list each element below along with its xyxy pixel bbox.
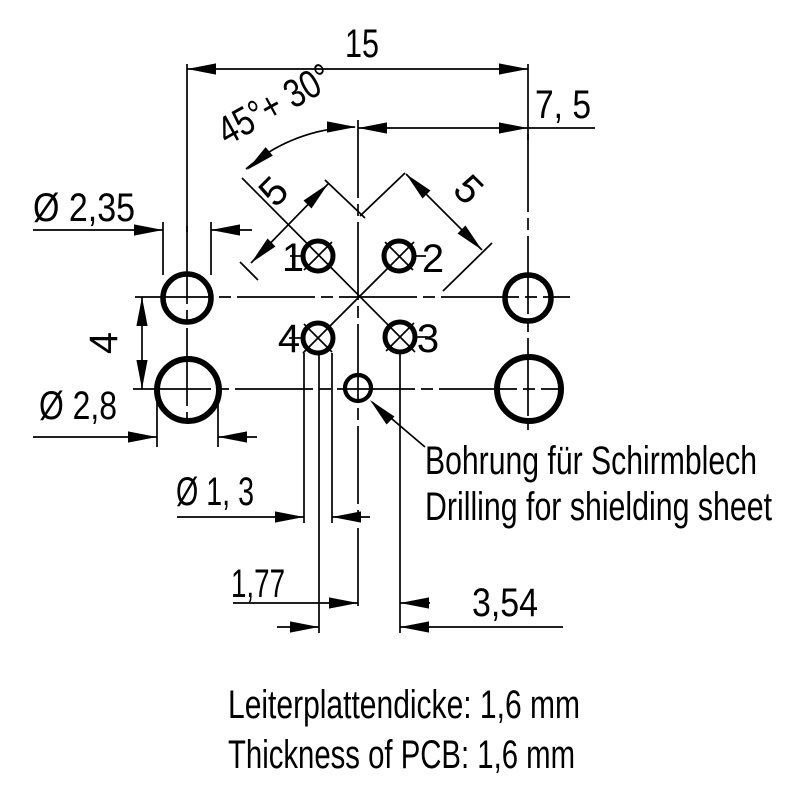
hole-small-left: [160, 271, 214, 325]
dim-dia-2-35-label: Ø 2,35: [33, 186, 135, 230]
mounting-holes: [154, 271, 564, 424]
pcb-thickness-en: Thickness of PCB: 1,6 mm: [228, 733, 575, 777]
hole-big-right: [494, 354, 564, 424]
pin-4-label: 4: [278, 317, 300, 361]
footer-note: Leiterplattendicke: 1,6 mm Thickness of …: [228, 683, 580, 777]
dim-dia-2-8-label: Ø 2,8: [39, 384, 117, 428]
shield-note-de: Bohrung für Schirmblech: [425, 439, 757, 483]
dim-7-5-label: 7, 5: [535, 83, 591, 127]
dim-3-54-label: 3,54: [472, 581, 538, 625]
dim-4-label: 4: [82, 332, 126, 354]
pin-3-label: 3: [417, 317, 439, 361]
shield-hole-note: Bohrung für Schirmblech Drilling for shi…: [425, 439, 772, 529]
dim-dia-1-3-label: Ø 1, 3: [176, 470, 254, 514]
pcb-thickness-de: Leiterplattendicke: 1,6 mm: [228, 683, 580, 727]
dim-1-77-label: 1,77: [231, 562, 285, 606]
hole-small-right: [502, 272, 554, 324]
dim-angle-label: 45°+ 30°: [210, 55, 340, 154]
shield-note-en: Drilling for shielding sheet: [425, 485, 772, 529]
pin-labels: 1 2 3 4: [278, 236, 444, 361]
pin-1-label: 1: [282, 236, 304, 280]
dim-5-right-label: 5: [445, 166, 492, 213]
hole-shield: [342, 372, 374, 404]
pin-2-label: 2: [422, 237, 444, 281]
pin-holes: [289, 238, 428, 356]
leader-line: [371, 401, 426, 448]
hole-big-left: [154, 356, 222, 424]
dim-15-label: 15: [345, 22, 379, 66]
dim-5-left-label: 5: [250, 168, 297, 215]
